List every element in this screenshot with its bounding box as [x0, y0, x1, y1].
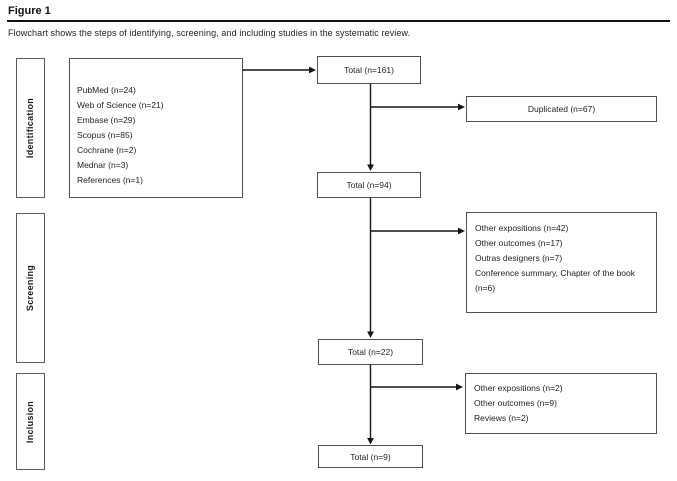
screening-exclusion-outcomes: Other outcomes (n=17) [475, 238, 563, 248]
source-references: References (n=1) [77, 175, 143, 185]
total-after-duplicates-box: Total (n=94) [317, 172, 421, 198]
stage-inclusion-label: Inclusion [25, 400, 36, 443]
total-screened-box: Total (n=22) [318, 339, 423, 365]
total-screened-label: Total (n=22) [347, 347, 394, 357]
source-pubmed: PubMed (n=24) [77, 85, 136, 95]
stage-screening: Screening [16, 213, 45, 363]
stage-identification-label: Identification [25, 97, 36, 159]
total-identified-label: Total (n=161) [344, 65, 394, 75]
source-scopus: Scopus (n=85) [77, 130, 133, 140]
screening-exclusions-box: Other expositions (n=42) Other outcomes … [466, 212, 657, 313]
figure-title: Figure 1 [8, 5, 51, 17]
screening-exclusion-designers: Outras designers (n=7) [475, 253, 563, 263]
duplicated-label: Duplicated (n=67) [527, 104, 596, 114]
total-included-label: Total (n=9) [350, 451, 391, 462]
inclusion-exclusions-box: Other expositions (n=2) Other outcomes (… [465, 373, 657, 434]
total-included-box: Total (n=9) [318, 445, 423, 468]
total-after-duplicates-label: Total (n=94) [346, 180, 392, 190]
stage-identification: Identification [16, 58, 45, 198]
title-rule [7, 20, 670, 22]
sources-box: PubMed (n=24) Web of Science (n=21) Emba… [69, 58, 243, 198]
figure-caption: Flowchart shows the steps of identifying… [8, 28, 411, 38]
inclusion-exclusion-expositions: Other expositions (n=2) [474, 383, 563, 393]
duplicated-box: Duplicated (n=67) [466, 96, 657, 122]
total-identified-box: Total (n=161) [317, 56, 421, 84]
inclusion-exclusion-outcomes: Other outcomes (n=9) [474, 398, 557, 408]
screening-exclusion-conference: Conference summary, Chapter of the book … [475, 268, 636, 293]
source-cochrane: Cochrane (n=2) [77, 145, 137, 155]
screening-exclusion-expositions: Other expositions (n=42) [475, 223, 569, 233]
source-web-of-science: Web of Science (n=21) [77, 100, 164, 110]
stage-screening-label: Screening [25, 264, 36, 312]
inclusion-exclusion-reviews: Reviews (n=2) [474, 413, 529, 423]
source-mednar: Mednar (n=3) [77, 160, 129, 170]
source-embase: Embase (n=29) [77, 115, 136, 125]
stage-inclusion: Inclusion [16, 373, 45, 470]
